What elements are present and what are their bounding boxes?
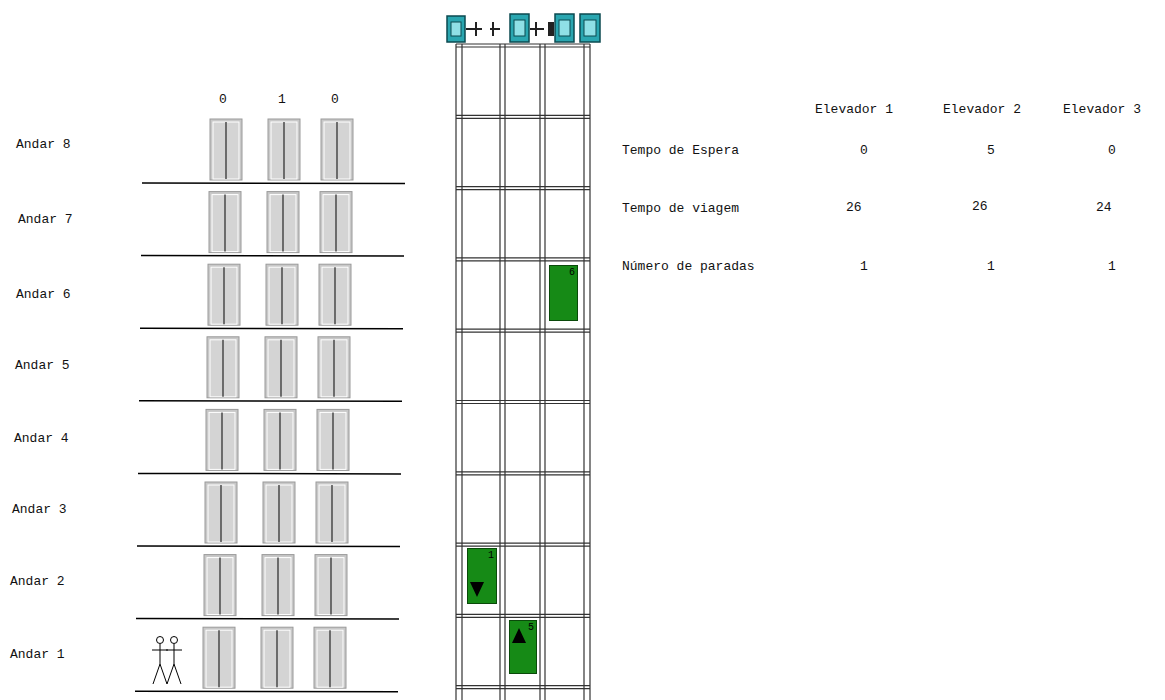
table-cell: 1: [860, 259, 868, 275]
floor-lines: [135, 183, 405, 692]
table-cell: Tempo de viagem: [622, 201, 739, 217]
queue-count: 0: [331, 92, 339, 108]
elevator-car: 5: [509, 620, 537, 674]
table-cell: 1: [1108, 259, 1116, 275]
table-cell: Número de paradas: [622, 259, 755, 275]
table-cell: Tempo de Espera: [622, 143, 739, 159]
floor-label: Andar 5: [15, 358, 70, 374]
floor-label: Andar 8: [16, 137, 71, 153]
floor-label: Andar 4: [14, 431, 69, 447]
table-cell: 5: [987, 143, 995, 159]
floor-label: Andar 7: [18, 212, 73, 228]
car-load: 6: [569, 267, 575, 278]
elevator-shaft: [456, 44, 590, 700]
table-cell: 0: [860, 143, 868, 159]
waiting-people: [152, 637, 182, 685]
floor-label: Andar 2: [10, 574, 65, 590]
elevator-car: 6: [549, 265, 578, 321]
elevator-doors: [203, 119, 353, 688]
table-cell: Elevador 1: [815, 102, 893, 118]
motor-icons: [447, 14, 600, 42]
table-cell: Elevador 3: [1063, 102, 1141, 118]
floor-label: Andar 3: [12, 502, 67, 518]
table-cell: 26: [846, 200, 862, 216]
queue-count: 1: [278, 92, 286, 108]
floor-label: Andar 6: [16, 287, 71, 303]
table-cell: 26: [972, 199, 988, 215]
table-cell: 0: [1108, 143, 1116, 159]
floor-label: Andar 1: [10, 647, 65, 663]
car-load: 1: [488, 550, 494, 561]
elevator-car: 1: [467, 548, 497, 604]
table-cell: 24: [1096, 200, 1112, 216]
car-load: 5: [528, 622, 534, 633]
queue-count: 0: [219, 92, 227, 108]
table-cell: 1: [987, 259, 995, 275]
table-cell: Elevador 2: [943, 102, 1021, 118]
